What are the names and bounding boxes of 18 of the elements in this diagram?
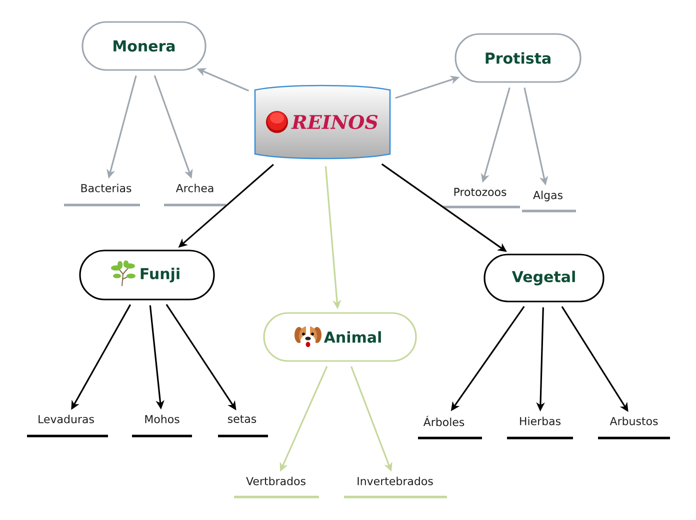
subtopic-label: Arbustos bbox=[598, 416, 670, 440]
topic-box: Monera bbox=[82, 21, 206, 71]
subtopic-label: Vertbrados bbox=[234, 476, 319, 498]
subtopic-label: Levaduras bbox=[27, 414, 108, 438]
topic-box: Funji bbox=[79, 250, 215, 300]
subtopic-label: Hierbas bbox=[507, 416, 573, 440]
topic-box: Vegetal bbox=[484, 254, 604, 302]
topic-box: Animal bbox=[263, 312, 417, 362]
topic-box: Protista bbox=[454, 33, 582, 83]
subtopic-label: Protozoos bbox=[443, 188, 520, 208]
subtopic-label: Algas bbox=[522, 190, 576, 212]
subtopic-label: setas bbox=[218, 415, 268, 438]
subtopic-label: Bacterias bbox=[64, 184, 140, 206]
subtopic-label: Árboles bbox=[418, 416, 482, 440]
central-topic-box: REINOS bbox=[254, 84, 391, 160]
subtopic-label: Archea bbox=[164, 184, 226, 206]
subtopic-label: Mohos bbox=[132, 414, 192, 438]
subtopic-label: Invertebrados bbox=[344, 476, 447, 498]
